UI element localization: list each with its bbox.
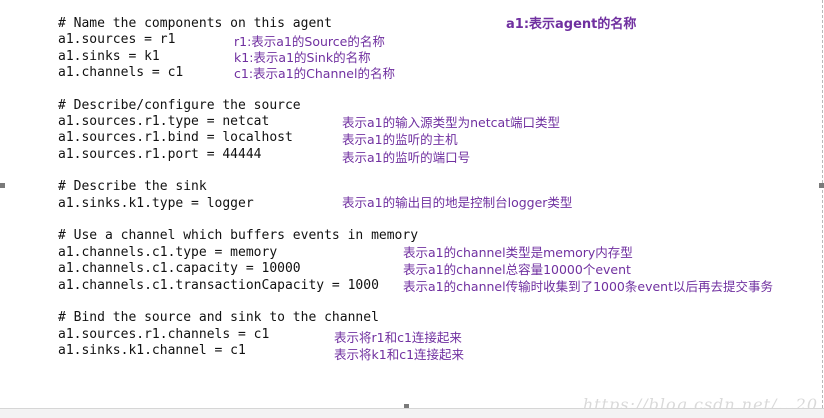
annotation-sink-type: 表示a1的输出目的地是控制台logger类型 [342,195,573,210]
code-comment-line: # Use a channel which buffers events in … [58,228,419,244]
resize-handle-right[interactable] [819,183,824,188]
annotation-bind-sink: 表示将k1和c1连接起来 [334,347,465,362]
code-comment-line: # Describe/configure the source [58,97,301,113]
code-line: a1.sources.r1.channels = c1 [58,326,270,342]
code-line: a1.sources.r1.bind = localhost [58,130,293,146]
annotation-channels: c1:表示a1的Channel的名称 [234,66,395,81]
annotation-bind-source: 表示将r1和c1连接起来 [334,330,462,345]
code-line [58,212,418,228]
code-line: a1.sinks.k1.channel = c1 [58,342,246,358]
document-frame [822,0,823,408]
code-line: a1.channels.c1.capacity = 10000 [58,261,301,277]
code-line [58,294,418,310]
code-line [58,81,418,97]
code-comment-line: # Name the components on this agent [58,16,332,31]
code-line: a1.sources = r1 [58,32,176,48]
code-line: a1.channels.c1.type = memory [58,244,278,260]
code-comment-line: # Describe the sink [58,179,207,195]
code-comment-line: # Bind the source and sink to the channe… [58,310,379,326]
bottom-status-bar [0,408,824,418]
annotation-sinks: k1:表示a1的Sink的名称 [234,50,371,65]
resize-handle-bottom[interactable] [404,404,409,409]
annotation-agent-name: a1:表示agent的名称 [506,17,637,32]
annotation-channel-type: 表示a1的channel类型是memory内存型 [403,245,633,260]
annotation-channel-capacity: 表示a1的channel总容量10000个event [403,262,631,277]
annotation-source-bind: 表示a1的监听的主机 [342,132,458,147]
annotation-source-port: 表示a1的监听的端口号 [342,150,471,165]
code-line: a1.channels.c1.transactionCapacity = 100… [58,277,379,293]
code-line: a1.sinks = k1 [58,48,160,64]
annotation-source-type: 表示a1的输入源类型为netcat端口类型 [342,115,561,130]
code-line: a1.sources.r1.type = netcat [58,114,270,130]
code-line: a1.sources.r1.port = 44444 [58,146,262,162]
resize-handle-left[interactable] [0,183,5,188]
code-line: a1.channels = c1 [58,65,184,81]
code-line [58,163,418,179]
annotation-channel-txcap: 表示a1的channel传输时收集到了1000条event以后再去提交事务 [403,279,773,294]
code-line: a1.sinks.k1.type = logger [58,195,254,211]
annotation-sources: r1:表示a1的Source的名称 [234,34,385,49]
